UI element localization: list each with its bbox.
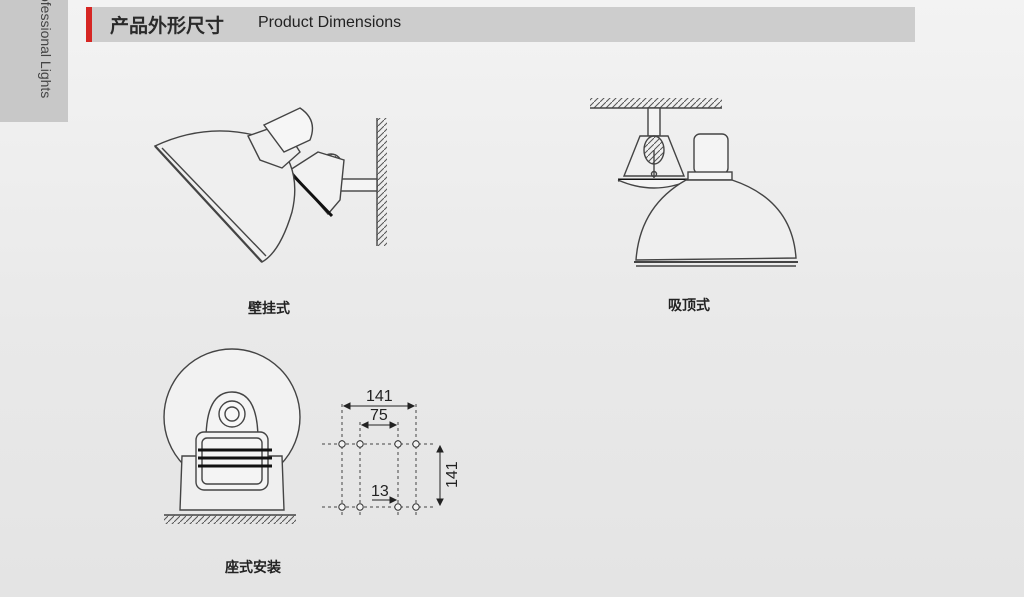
hole-pattern-diagram [322,402,444,516]
page-title-en: Product Dimensions [258,14,402,31]
wall-mount-drawing [153,107,387,263]
dim-height: 141 [444,461,461,488]
header-bar [86,7,915,42]
page-title-zh: 产品外形尺寸 [110,15,225,37]
dim-outer-width: 141 [366,388,393,405]
base-mount-drawing [163,348,301,524]
ceiling-mount-drawing [590,98,798,267]
header-accent [86,7,92,42]
wall-caption-text: 壁挂式 [248,300,290,317]
side-tab-label: ofessional Lights [38,0,54,99]
dim-inner-width: 75 [370,407,388,424]
side-tab: ofessional Lights [0,0,68,122]
ceiling-caption-text: 吸顶式 [668,297,710,314]
dim-offset: 13 [371,483,389,500]
base-caption-text: 座式安装 [225,559,282,576]
